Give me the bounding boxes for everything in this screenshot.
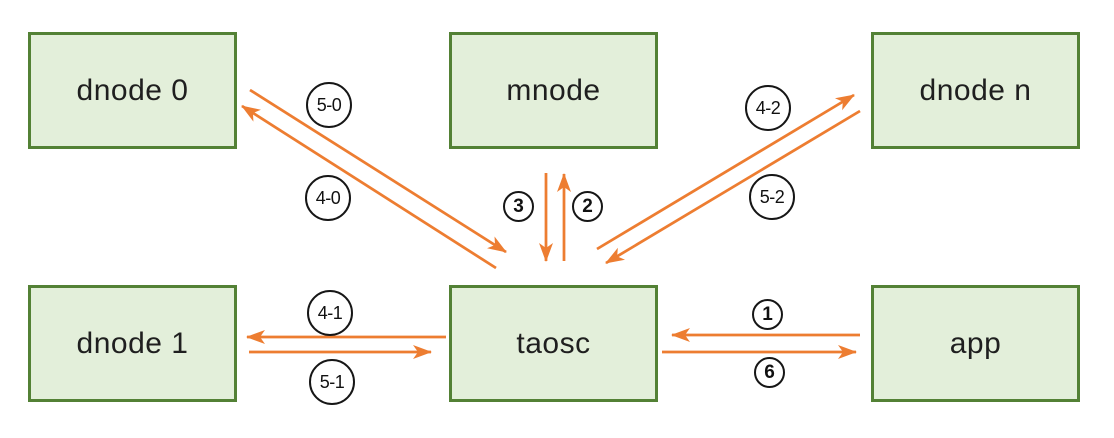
edge-label-6: 6 — [754, 357, 785, 388]
node-dnode0: dnode 0 — [28, 32, 237, 149]
node-mnode-label: mnode — [506, 73, 601, 107]
edge-label-3: 3 — [503, 191, 534, 222]
node-app: app — [871, 285, 1080, 402]
node-dnode1-label: dnode 1 — [76, 326, 189, 360]
node-mnode: mnode — [449, 32, 658, 149]
arrow-taosc-to-dnoden — [596, 93, 855, 251]
node-dnode0-label: dnode 0 — [76, 73, 189, 107]
edge-label-4-1: 4-1 — [307, 290, 353, 336]
node-taosc-label: taosc — [516, 326, 591, 360]
edge-label-4-2: 4-2 — [745, 85, 791, 131]
edge-label-4-0: 4-0 — [305, 175, 351, 221]
edge-label-5-2: 5-2 — [749, 174, 795, 220]
node-dnoden-label: dnode n — [919, 73, 1032, 107]
arrow-dnoden-to-taosc — [605, 109, 861, 265]
node-taosc: taosc — [449, 285, 658, 402]
node-dnoden: dnode n — [871, 32, 1080, 149]
node-app-label: app — [949, 326, 1002, 360]
node-dnode1: dnode 1 — [28, 285, 237, 402]
edge-label-5-0: 5-0 — [306, 82, 352, 128]
arrow-taosc-to-dnode0 — [241, 104, 497, 270]
edge-label-2: 2 — [572, 191, 603, 222]
edge-label-1: 1 — [752, 299, 783, 330]
edge-label-5-1: 5-1 — [309, 359, 355, 405]
arrow-dnode0-to-taosc — [249, 88, 507, 254]
